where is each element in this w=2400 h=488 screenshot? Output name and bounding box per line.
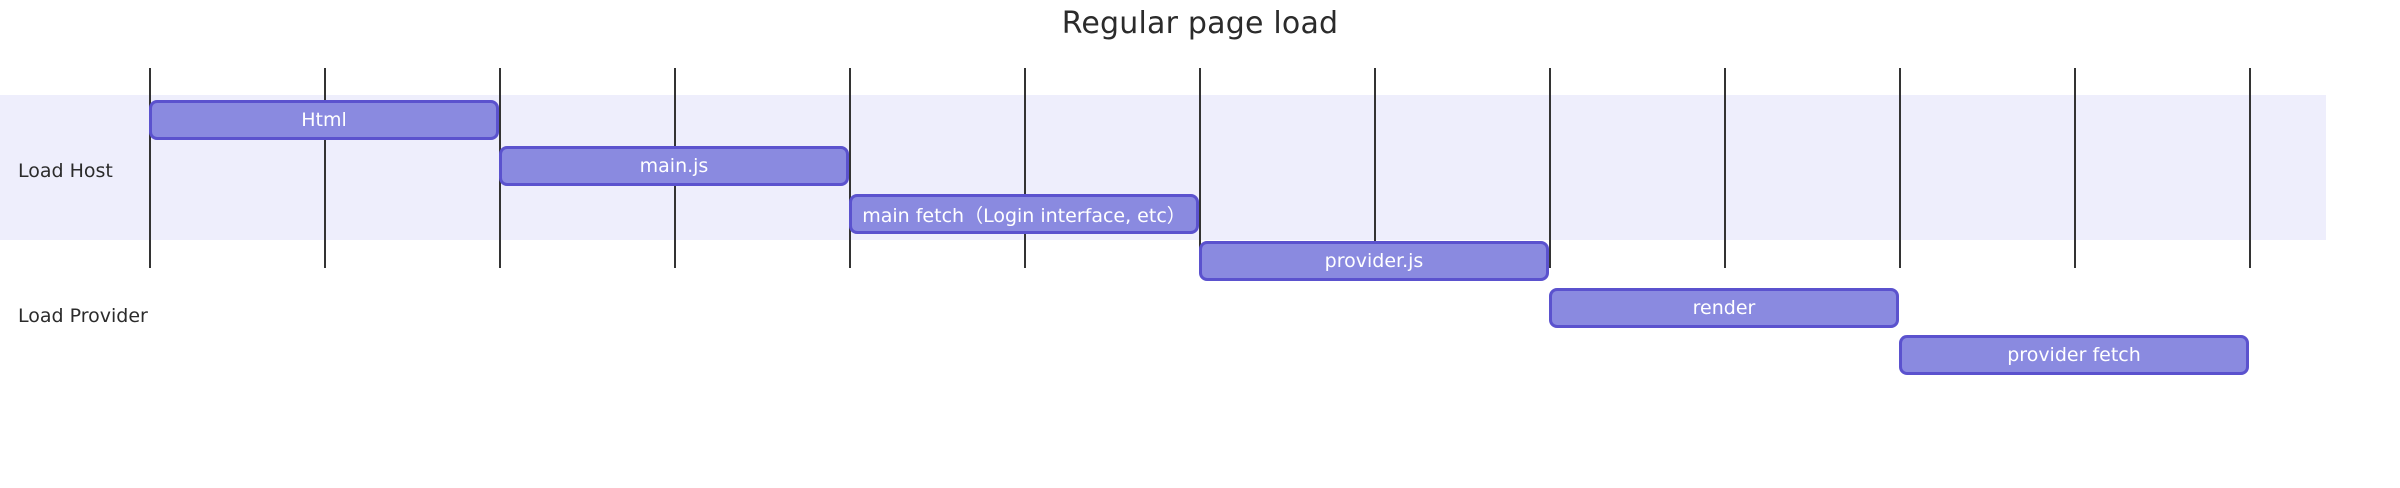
- grid-line-9: [1724, 68, 1726, 268]
- grid-line-6: [1199, 68, 1201, 268]
- section-label-load-provider: Load Provider: [18, 305, 148, 327]
- grid-line-10: [1899, 68, 1901, 268]
- grid-line-4: [849, 68, 851, 268]
- grid-line-0: [149, 68, 151, 268]
- task-bar-label: Html: [301, 109, 347, 131]
- task-bar-html[interactable]: Html: [149, 100, 499, 140]
- task-bar-label: main fetch（Login interface, etc）: [862, 204, 1186, 227]
- grid-line-1: [324, 68, 326, 268]
- task-bar-label: main.js: [639, 155, 709, 177]
- task-bar-provider[interactable]: provider fetch: [1899, 335, 2249, 375]
- grid-line-5: [1024, 68, 1026, 268]
- chart-title: Regular page load: [1061, 6, 1339, 41]
- grid-line-12: [2249, 68, 2251, 268]
- task-bar-main.js[interactable]: main.js: [499, 146, 849, 186]
- grid-line-7: [1374, 68, 1376, 268]
- grid-line-11: [2074, 68, 2076, 268]
- grid-line-8: [1549, 68, 1551, 268]
- section-label-load-host: Load Host: [18, 160, 113, 182]
- task-bar-label: provider fetch: [2007, 344, 2141, 366]
- task-bar-label: render: [1692, 297, 1756, 319]
- task-bar-main[interactable]: main fetch（Login interface, etc）: [849, 194, 1199, 234]
- task-bar-provider.js[interactable]: provider.js: [1199, 241, 1549, 281]
- task-bar-render[interactable]: render: [1549, 288, 1899, 328]
- task-bar-label: provider.js: [1324, 250, 1424, 272]
